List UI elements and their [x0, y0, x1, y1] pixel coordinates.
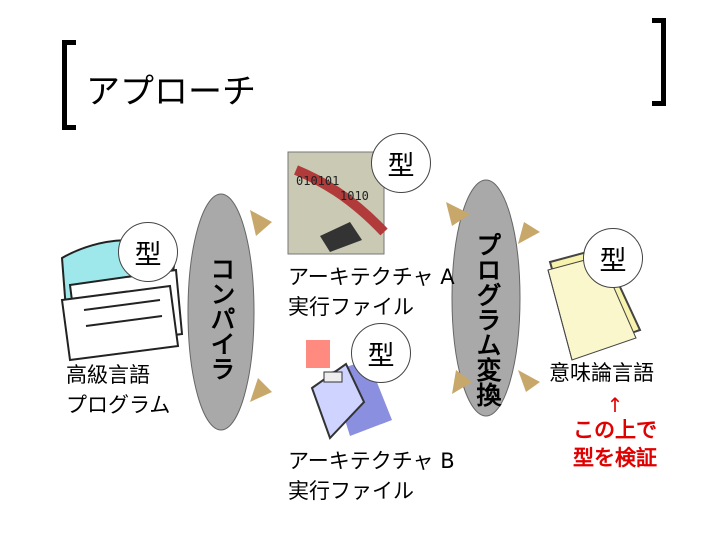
arch-b-label: アーキテクチャ B 実行ファイル — [288, 449, 455, 503]
svg-text:1010: 1010 — [340, 189, 369, 203]
type-badge-high-level: 型 — [118, 222, 178, 282]
arrow-compiler-to-b — [250, 378, 272, 402]
title-bracket-left — [62, 40, 76, 130]
converter-label: プログラム変換 — [473, 232, 502, 407]
svg-text:010101: 010101 — [296, 174, 339, 188]
arch-a-label: アーキテクチャ A 実行ファイル — [288, 265, 455, 319]
notepad-illustration — [547, 246, 642, 361]
up-arrow-icon: ↑ — [606, 393, 624, 417]
papers-illustration — [60, 239, 184, 362]
arrow-compiler-to-a — [250, 210, 272, 236]
phone-illustration — [306, 340, 392, 440]
compiler-ellipse — [187, 193, 255, 431]
converter-ellipse — [451, 179, 521, 417]
compiler-label: コンパイラ — [207, 256, 236, 381]
arrow-converter-to-semantic-2 — [518, 370, 540, 392]
type-badge-arch-b: 型 — [351, 323, 411, 383]
arrow-b-to-converter — [452, 370, 472, 394]
semantics-language-label: 意味論言語 — [549, 361, 654, 385]
high-level-program-label: 高級言語 プログラム — [66, 363, 171, 417]
arrow-converter-to-semantic — [518, 222, 540, 244]
binary-hands-illustration: 010101 1010 — [287, 151, 388, 255]
verify-note: ↑ この上で 型を検証 — [560, 394, 670, 472]
slide-title: アプローチ — [86, 72, 256, 112]
arrow-a-to-converter — [446, 202, 470, 226]
type-badge-semantic: 型 — [583, 228, 643, 288]
title-bracket-right — [652, 18, 666, 106]
type-badge-arch-a: 型 — [371, 133, 431, 193]
